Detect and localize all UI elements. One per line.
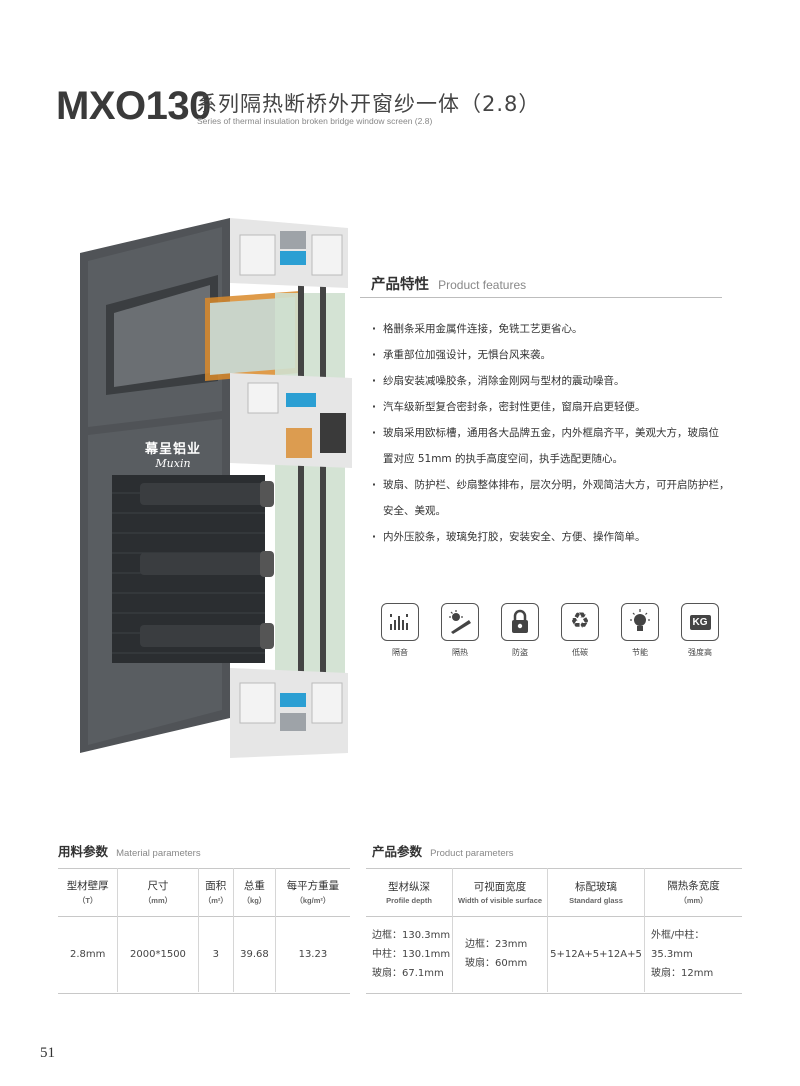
icon-label: 强度高 [688,648,712,657]
kg-badge: KG [689,614,711,630]
product-params-bottom-rule [366,993,742,994]
table-row: 2.8mm 2000*1500 3 39.68 13.23 [58,916,350,992]
window-profile-illustration: 幕呈铝业 Muxin [80,213,352,761]
heat-insulation-icon [441,603,479,641]
table-cell: 外框/中柱：35.3mm 玻扇：12mm [644,916,742,992]
features-heading: 产品特性 Product features [371,273,526,294]
icon-label: 隔音 [392,648,408,657]
table-header-cell: 面积（m²） [197,868,234,916]
product-params-heading-en: Product parameters [430,848,514,859]
feature-item: 承重部位加强设计，无惧台风来袭。 [372,342,732,368]
table-cell: 5+12A+5+12A+5 [547,916,645,992]
icon-label: 低碳 [572,648,588,657]
icon-heat-insulation: 隔热 [430,603,490,658]
material-heading-en: Material parameters [116,848,201,859]
table-header-cell: 型材壁厚（T） [66,879,109,905]
table-cell: 2000*1500 [117,916,199,992]
table-cell: 边框：23mm 玻扇：60mm [452,916,548,992]
table-header-cell: 隔热条宽度（mm） [644,868,742,916]
icon-high-strength: KG 强度高 [670,603,730,658]
brand-name-cn: 幕呈铝业 [144,442,201,457]
features-heading-cn: 产品特性 [371,277,429,293]
feature-item: 格删条采用金属件连接，免铣工艺更省心。 [372,316,732,342]
product-params-heading: 产品参数 Product parameters [372,841,514,860]
lock-icon [501,603,539,641]
material-bottom-rule [58,993,350,994]
table-header-cell: 尺寸（mm） [117,868,199,916]
icon-label: 隔热 [452,648,468,657]
icon-label: 节能 [632,648,648,657]
recycle-icon: ♻ [561,603,599,641]
material-heading: 用料参数 Material parameters [58,841,201,860]
table-header-cell: 总重（kg） [233,868,276,916]
feature-item: 汽车级新型复合密封条，密封性更佳，窗扇开启更轻便。 [372,394,732,420]
page-number: 51 [40,1045,55,1061]
feature-item: 纱扇安装减噪胶条，消除金刚网与型材的震动噪音。 [372,368,732,394]
table-header-cell: 每平方重量（kg/m²） [274,868,350,916]
bulb-icon [621,603,659,641]
features-divider [360,297,722,298]
feature-item: 玻扇、防护栏、纱扇整体排布，层次分明，外观简洁大方，可开启防护栏， [372,472,732,498]
icon-label: 防盗 [512,648,528,657]
icon-energy-saving: 节能 [610,603,670,658]
icon-low-carbon: ♻ 低碳 [550,603,610,658]
icon-sound-insulation: 隔音 [370,603,430,658]
feature-item-continued: 安全、美观。 [383,505,446,517]
material-heading-cn: 用料参数 [58,844,109,859]
feature-item: 玻扇采用欧标槽，通用各大品牌五金，内外框扇齐平，美观大方，玻扇位 [372,420,732,446]
features-heading-en: Product features [438,278,527,292]
table-cell: 边框：130.3mm 中柱：130.1mm 玻扇：67.1mm [372,929,451,979]
series-title-cn: 系列隔热断桥外开窗纱一体（2.8） [196,92,541,116]
feature-icons: 隔音 隔热 防盗 ♻ 低碳 节能 [370,603,730,658]
feature-item-continued: 置对应 51mm 的执手高度空间，执手选配更随心。 [383,453,623,465]
table-cell: 3 [197,916,234,992]
table-cell: 39.68 [233,916,276,992]
product-params-heading-cn: 产品参数 [372,844,423,859]
brand-logo: 幕呈铝业 Muxin [128,438,218,470]
series-title-en: Series of thermal insulation broken brid… [197,116,433,126]
sound-insulation-icon [381,603,419,641]
kg-icon: KG [681,603,719,641]
table-header-row: 型材壁厚（T） 尺寸（mm） 面积（m²） 总重（kg） 每平方重量（kg/m²… [58,868,350,916]
brand-script: Muxin [155,457,191,470]
features-list: 格删条采用金属件连接，免铣工艺更省心。 承重部位加强设计，无惧台风来袭。 纱扇安… [372,316,732,550]
model-title: MXO130 [56,84,211,128]
table-cell: 2.8mm [69,948,106,960]
material-table: 型材壁厚（T） 尺寸（mm） 面积（m²） 总重（kg） 每平方重量（kg/m²… [58,868,350,992]
icon-anti-theft: 防盗 [490,603,550,658]
feature-item: 内外压胶条，玻璃免打胶，安装安全、方便、操作简单。 [372,524,732,550]
table-row: 边框：130.3mm 中柱：130.1mm 玻扇：67.1mm 边框：23mm … [366,916,742,992]
table-cell: 13.23 [274,916,350,992]
